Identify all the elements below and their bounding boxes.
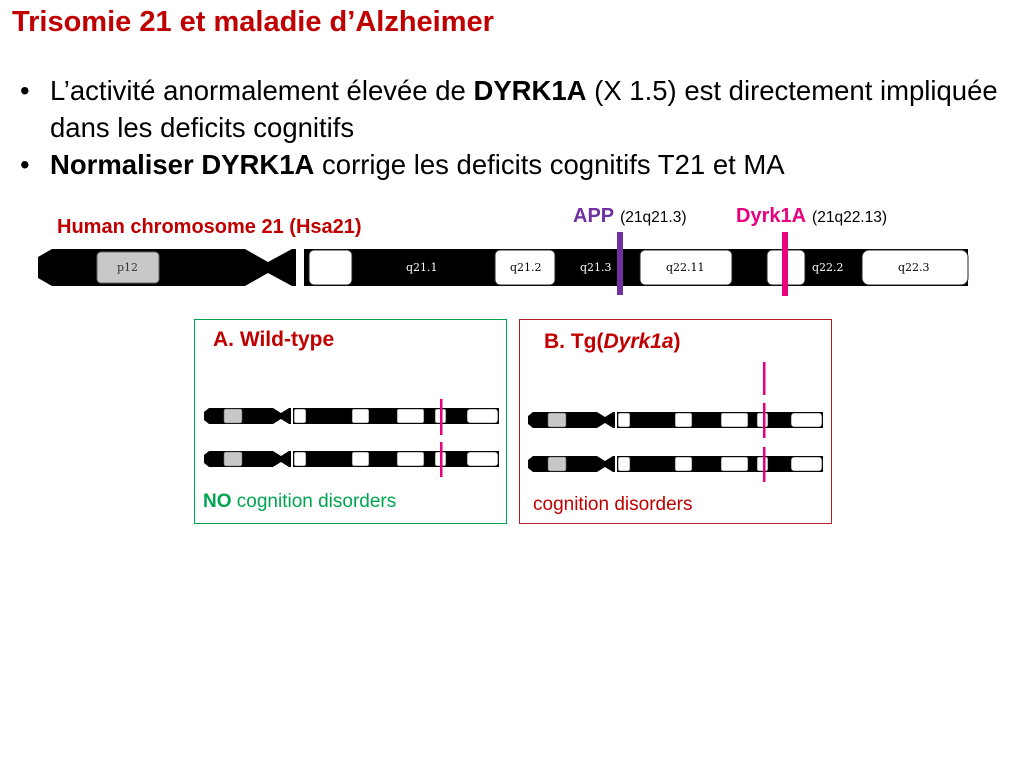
- band-q22-2: q22.2: [812, 261, 844, 274]
- bullet-1-rest: (X 1.5) est directement impliquée dans l…: [50, 75, 998, 143]
- transgenic-title-pre: B. Tg(: [544, 330, 604, 353]
- chromosome-diagram: p12 q21.1 q21.2 q21.3 q22.11 q22.2 q22.3: [38, 232, 969, 296]
- app-marker-line: [617, 232, 623, 295]
- bullet-1-bold: DYRK1A: [473, 75, 587, 106]
- band-q22-3: q22.3: [898, 261, 930, 274]
- band-q21-1: q21.1: [406, 261, 438, 274]
- transgenic-title: B. Tg(Dyrk1a): [544, 330, 681, 354]
- bullet-2-bold: Normaliser DYRK1A: [50, 149, 315, 180]
- band-q21-3: q21.3: [580, 261, 612, 274]
- wild-type-dyrk1a-mark-1: [440, 399, 443, 435]
- wild-type-title: A. Wild-type: [213, 328, 335, 351]
- transgenic-panel: B. Tg(Dyrk1a) cognition disorders: [519, 319, 832, 524]
- wild-type-note-strong: NO: [203, 491, 232, 512]
- wild-type-panel: A. Wild-type NO cognition disorders: [194, 319, 507, 524]
- slide-title: Trisomie 21 et maladie d’Alzheimer: [12, 6, 494, 38]
- transgenic-title-post: ): [673, 330, 681, 353]
- dyrk1a-marker-label: Dyrk1A (21q22.13): [736, 205, 887, 228]
- wild-type-chromosomes: [204, 399, 499, 477]
- transgenic-dyrk1a-mark-2: [763, 447, 766, 482]
- band-q21-2: q21.2: [510, 261, 542, 274]
- band-labels: p12 q21.1 q21.2 q21.3 q22.11 q22.2 q22.3: [117, 261, 930, 274]
- band-p12: p12: [117, 261, 138, 274]
- wild-type-dyrk1a-mark-2: [440, 442, 443, 477]
- transgenic-chromosome-2: [528, 456, 823, 472]
- bullet-1-text: L’activité anormalement élevée de: [50, 75, 474, 106]
- transgenic-note: cognition disorders: [533, 494, 693, 515]
- bullet-list: L’activité anormalement élevée de DYRK1A…: [14, 72, 1004, 183]
- transgenic-dyrk1a-mark-1: [763, 403, 766, 438]
- transgenic-chromosomes: [528, 362, 823, 482]
- transgenic-title-italic: Dyrk1a: [603, 330, 674, 353]
- dyrk1a-name: Dyrk1A: [736, 205, 807, 227]
- band-q22-11: q22.11: [666, 261, 705, 274]
- app-name: APP: [573, 205, 615, 227]
- wild-type-chromosome-1: [204, 408, 499, 424]
- dyrk1a-location: (21q22.13): [812, 209, 888, 226]
- wild-type-note: NO cognition disorders: [203, 491, 396, 513]
- app-marker-label: APP (21q21.3): [573, 205, 686, 228]
- wild-type-note-rest: cognition disorders: [231, 491, 397, 512]
- transgenic-extra-dyrk1a-mark: [763, 362, 766, 395]
- bullet-2-rest: corrige les deficits cognitifs T21 et MA: [314, 149, 785, 180]
- transgenic-chromosome-1: [528, 412, 823, 428]
- bullet-item-2: Normaliser DYRK1A corrige les deficits c…: [14, 146, 1004, 183]
- bullet-item-1: L’activité anormalement élevée de DYRK1A…: [14, 72, 1004, 146]
- app-location: (21q21.3): [620, 209, 687, 226]
- wild-type-chromosome-2: [204, 451, 499, 467]
- dyrk1a-marker-line: [782, 232, 788, 296]
- chromosome-label: Human chromosome 21 (Hsa21): [57, 216, 362, 238]
